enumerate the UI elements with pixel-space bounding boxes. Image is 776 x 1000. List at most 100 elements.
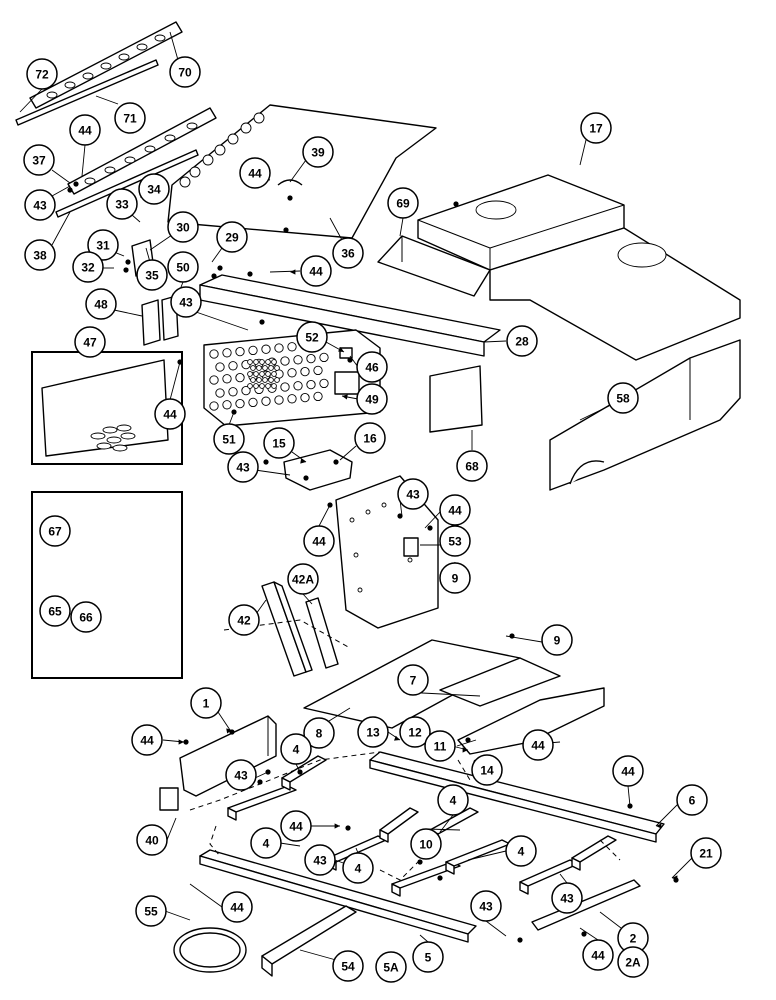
callout-label: 44 xyxy=(78,124,92,138)
callout-circle xyxy=(332,237,364,269)
callout-circle xyxy=(456,450,488,482)
floor-mat-11 xyxy=(457,687,605,755)
bracket-15 xyxy=(283,449,353,491)
callout-circle xyxy=(280,733,312,765)
callout-53: 53 xyxy=(439,525,471,557)
bracket-40 xyxy=(159,787,179,811)
callout-69: 69 xyxy=(387,187,419,219)
callout-circle xyxy=(690,837,722,869)
callout-label: 2 xyxy=(630,932,637,946)
beam-6 xyxy=(369,751,665,843)
callout-71: 71 xyxy=(114,102,146,134)
callout-circle xyxy=(439,562,471,594)
callout-47: 47 xyxy=(74,326,106,358)
bracket-48 xyxy=(141,299,161,346)
callout-circle xyxy=(375,951,407,983)
callout-label: 44 xyxy=(591,949,605,963)
callout-label: 43 xyxy=(479,900,493,914)
callout-label: 67 xyxy=(48,525,62,539)
callout-43: 43 xyxy=(227,451,259,483)
callout-15: 15 xyxy=(263,427,295,459)
callout-5: 5 xyxy=(412,941,444,973)
callout-circle xyxy=(136,259,168,291)
callout-44: 44 xyxy=(69,114,101,146)
callout-label: 36 xyxy=(341,247,355,261)
callout-label: 44 xyxy=(248,167,262,181)
spacer-blocks xyxy=(227,755,617,897)
callout-circle xyxy=(239,157,271,189)
callout-44: 44 xyxy=(280,810,312,842)
callout-label: 43 xyxy=(313,854,327,868)
bracket-42 xyxy=(261,581,313,677)
strip-38 xyxy=(55,149,199,218)
callout-68: 68 xyxy=(456,450,488,482)
callout-circle xyxy=(551,882,583,914)
callout-circle xyxy=(26,58,58,90)
callout-label: 43 xyxy=(33,199,47,213)
callout-label: 4 xyxy=(450,794,457,808)
callout-36: 36 xyxy=(332,237,364,269)
callout-circle xyxy=(106,188,138,220)
callout-circle xyxy=(263,427,295,459)
bar-54 xyxy=(261,905,357,977)
callout-label: 4 xyxy=(518,845,525,859)
callout-49: 49 xyxy=(356,383,388,415)
callout-7: 7 xyxy=(397,664,429,696)
callout-circle xyxy=(72,251,104,283)
callout-label: 43 xyxy=(234,769,248,783)
callout-43: 43 xyxy=(551,882,583,914)
ring-55 xyxy=(173,927,247,973)
callout-circle xyxy=(85,288,117,320)
callout-label: 43 xyxy=(236,461,250,475)
callout-circle xyxy=(114,102,146,134)
callout-39: 39 xyxy=(302,136,334,168)
callout-circle xyxy=(131,724,163,756)
callout-label: 44 xyxy=(163,408,177,422)
channel-69 xyxy=(377,235,491,297)
callout-label: 4 xyxy=(355,862,362,876)
callout-label: 44 xyxy=(312,535,326,549)
callout-label: 44 xyxy=(531,739,545,753)
callout-42a: 42A xyxy=(287,563,319,595)
callout-label: 8 xyxy=(316,727,323,741)
callout-circle xyxy=(470,890,502,922)
callout-circle xyxy=(135,895,167,927)
callout-label: 51 xyxy=(222,433,236,447)
callout-circle xyxy=(439,525,471,557)
callout-circle xyxy=(303,717,335,749)
callout-11: 11 xyxy=(424,730,456,762)
callout-circle xyxy=(332,950,364,982)
callout-circle xyxy=(612,755,644,787)
callout-label: 70 xyxy=(178,66,192,80)
callout-label: 44 xyxy=(289,820,303,834)
callout-circle xyxy=(410,828,442,860)
callout-10: 10 xyxy=(410,828,442,860)
callout-44: 44 xyxy=(300,255,332,287)
callout-circle xyxy=(397,478,429,510)
callout-circle xyxy=(24,189,56,221)
callout-66: 66 xyxy=(70,601,102,633)
callout-55: 55 xyxy=(135,895,167,927)
callout-label: 34 xyxy=(147,183,161,197)
callout-label: 17 xyxy=(589,122,603,136)
callout-circle xyxy=(303,525,335,557)
callout-circle xyxy=(167,211,199,243)
callout-circle xyxy=(354,422,386,454)
callout-circle xyxy=(287,563,319,595)
callout-label: 44 xyxy=(621,765,635,779)
callout-12: 12 xyxy=(399,716,431,748)
callout-4: 4 xyxy=(505,835,537,867)
callout-label: 7 xyxy=(410,674,417,688)
callout-28: 28 xyxy=(506,325,538,357)
callout-32: 32 xyxy=(72,251,104,283)
callout-14: 14 xyxy=(471,754,503,786)
callout-circle xyxy=(138,173,170,205)
callout-circle xyxy=(216,221,248,253)
callout-label: 42 xyxy=(237,614,251,628)
callout-label: 9 xyxy=(452,572,459,586)
callout-circle xyxy=(387,187,419,219)
callout-label: 10 xyxy=(419,838,433,852)
callout-label: 30 xyxy=(176,221,190,235)
callout-4: 4 xyxy=(342,852,374,884)
